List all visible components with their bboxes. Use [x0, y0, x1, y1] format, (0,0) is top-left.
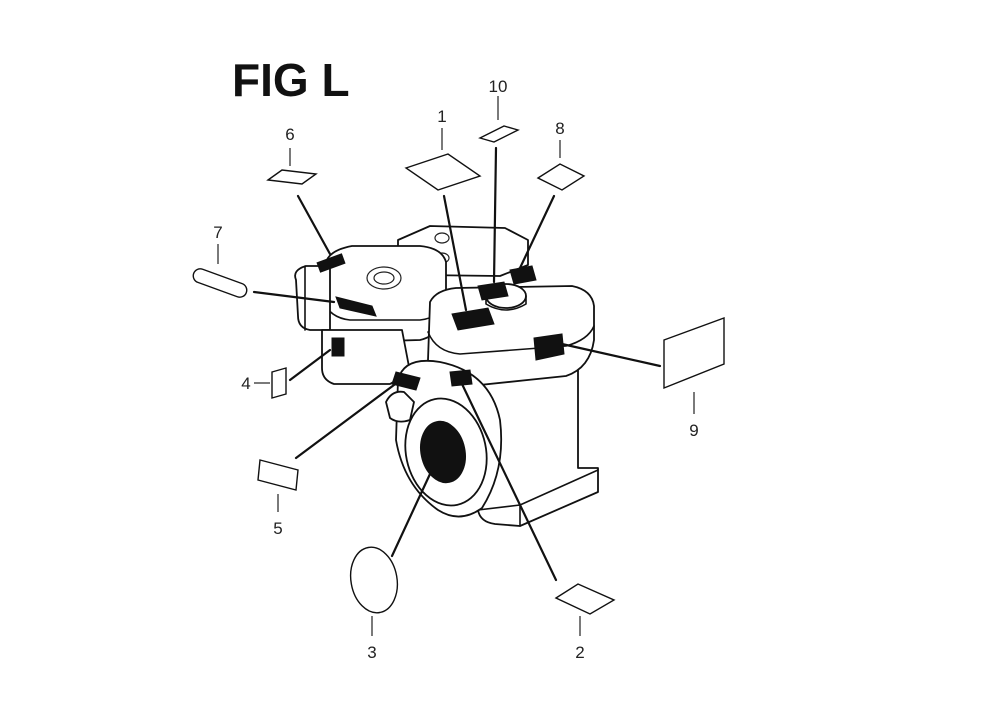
figure-title: FIG L: [232, 54, 350, 106]
decal-7: [192, 268, 248, 298]
callout-5: 5: [273, 519, 282, 538]
decal-5-position: [391, 371, 421, 391]
callout-9: 9: [689, 421, 698, 440]
decal-5: [257, 459, 299, 491]
engine-illustration: [294, 225, 599, 527]
leader-lines: [252, 146, 662, 582]
callout-6: 6: [285, 125, 294, 144]
decal-4-position: [331, 337, 345, 357]
decal-6: [266, 169, 318, 185]
decal-9: [663, 316, 725, 390]
decal-10-position: [477, 281, 509, 301]
callout-3: 3: [367, 643, 376, 662]
callout-2: 2: [575, 643, 584, 662]
decal-9-position: [533, 333, 565, 361]
decal-8-position: [509, 265, 537, 285]
callout-8: 8: [555, 119, 564, 138]
callout-1: 1: [437, 107, 446, 126]
callout-ticks: [217, 96, 695, 636]
callout-4: 4: [241, 374, 250, 393]
decal-10: [478, 125, 520, 143]
decal-8: [536, 163, 586, 191]
decal-1-position: [451, 307, 495, 331]
decal-6-position: [316, 253, 346, 273]
decal-1: [404, 153, 482, 191]
decal-2-position: [449, 369, 473, 387]
decal-2: [554, 583, 616, 615]
decal-7-position: [335, 296, 377, 317]
callout-10: 10: [489, 77, 508, 96]
decal-4: [271, 367, 287, 399]
decal-3: [349, 546, 399, 614]
callout-7: 7: [213, 223, 222, 242]
